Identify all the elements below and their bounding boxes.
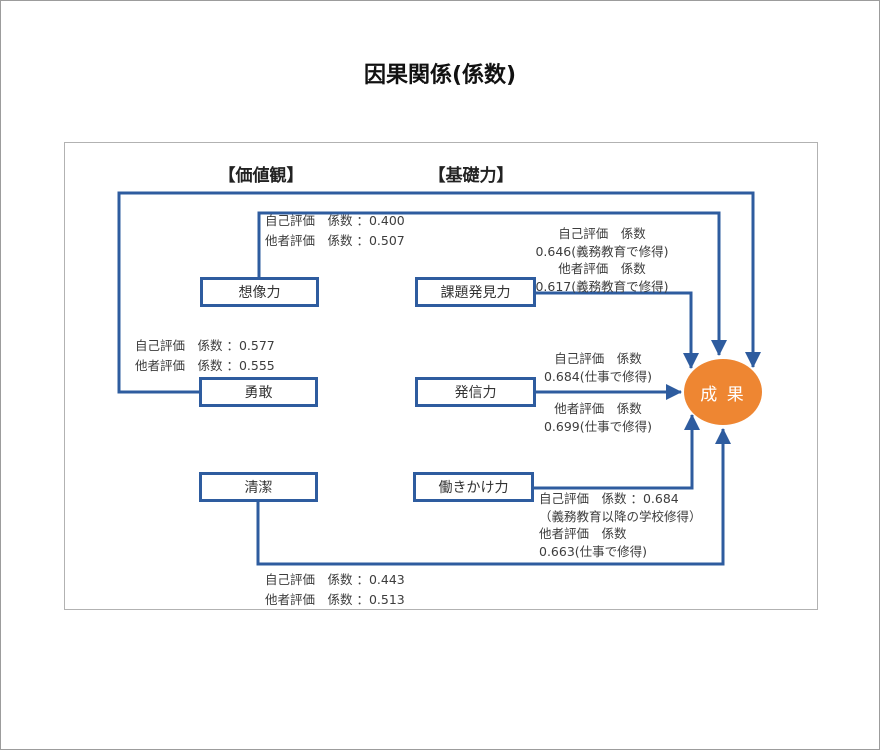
coef-problem-finding: 自己評価 係数 0.646(義務教育で修得) 他者評価 係数 0.617(義務教… xyxy=(524,225,680,295)
outcome-label: 成 果 xyxy=(700,384,746,405)
page-title: 因果関係(係数) xyxy=(363,63,517,88)
coef-bravery: 自己評価 係数 ：0.577 他者評価 係数 ：0.555 xyxy=(135,336,275,376)
coef-line: 他者評価 係数 xyxy=(558,261,646,276)
node-label: 働きかけ力 xyxy=(438,480,509,496)
coef-line: 他者評価 係数 xyxy=(554,401,642,416)
coef-line: 自己評価 係数 xyxy=(554,351,642,366)
coef-imagination: 自己評価 係数 ：0.400 他者評価 係数 ：0.507 xyxy=(265,211,405,251)
coef-line: 他者評価 係数 ：0.513 xyxy=(265,592,405,607)
outcome-circle: 成 果 xyxy=(684,359,762,425)
coef-line: 自己評価 係数 xyxy=(558,226,646,241)
coef-outreach: 自己評価 係数 ：0.684 （義務教育以降の学校修得） 他者評価 係数 0.6… xyxy=(539,490,702,560)
coef-line: 0.699(仕事で修得) xyxy=(543,418,653,434)
coef-line: 他者評価 係数 xyxy=(539,526,627,541)
coef-line: 0.617(義務教育で修得) xyxy=(535,278,669,294)
node-outreach: 働きかけ力 xyxy=(413,472,534,502)
node-label: 清潔 xyxy=(244,480,273,496)
node-label: 課題発見力 xyxy=(440,285,511,301)
group-label-basics: 【基礎力】 xyxy=(428,166,514,186)
coef-line: 0.646(義務教育で修得) xyxy=(535,243,669,259)
node-label: 想像力 xyxy=(238,285,281,301)
coef-line: （義務教育以降の学校修得） xyxy=(539,508,702,524)
coef-transmission-self: 自己評価 係数 0.684(仕事で修得) xyxy=(524,350,672,385)
coef-line: 0.663(仕事で修得) xyxy=(539,543,648,559)
coef-line: 他者評価 係数 ：0.507 xyxy=(265,233,405,248)
node-label: 勇敢 xyxy=(244,385,273,401)
coef-line: 自己評価 係数 ：0.684 xyxy=(539,491,679,506)
node-problem-finding: 課題発見力 xyxy=(415,277,536,307)
node-imagination: 想像力 xyxy=(200,277,319,307)
coef-line: 自己評価 係数 ：0.443 xyxy=(265,572,405,587)
coef-transmission-other: 他者評価 係数 0.699(仕事で修得) xyxy=(524,400,672,435)
node-label: 発信力 xyxy=(454,385,497,401)
node-transmission: 発信力 xyxy=(415,377,536,407)
group-label-values: 【価値観】 xyxy=(218,166,304,186)
coef-line: 自己評価 係数 ：0.400 xyxy=(265,213,405,228)
coef-line: 自己評価 係数 ：0.577 xyxy=(135,338,275,353)
node-cleanliness: 清潔 xyxy=(199,472,318,502)
node-bravery: 勇敢 xyxy=(199,377,318,407)
coef-line: 他者評価 係数 ：0.555 xyxy=(135,358,275,373)
coef-cleanliness: 自己評価 係数 ：0.443 他者評価 係数 ：0.513 xyxy=(265,570,405,610)
coef-line: 0.684(仕事で修得) xyxy=(543,368,653,384)
